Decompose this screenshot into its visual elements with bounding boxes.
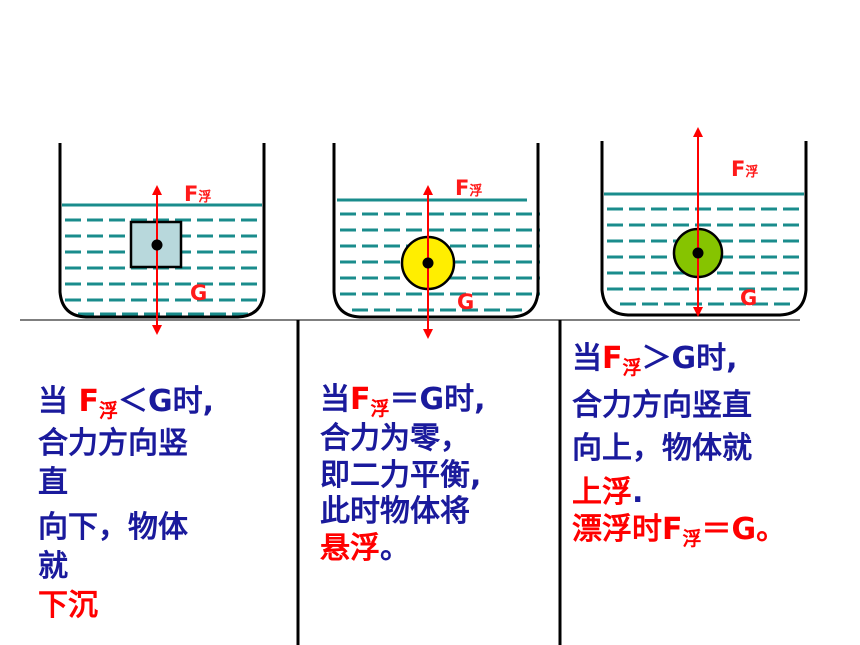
- buoyancy-label-2: F浮: [455, 176, 483, 200]
- caption-sinking: 当 F浮＜G时, 合力方向竖 直 向下，物体 就 下沉: [38, 382, 214, 625]
- buoyancy-label-1: F浮: [184, 182, 212, 206]
- caption-3-line-1: 当F浮＞G时,: [572, 341, 738, 379]
- beaker-3: [600, 127, 808, 317]
- gravity-label-2: G: [457, 290, 475, 314]
- caption-2-line-5: 悬浮。: [320, 530, 410, 566]
- center-of-mass-dot-2: [422, 257, 434, 269]
- beaker-2: [332, 143, 540, 339]
- beaker-outline-2: [332, 143, 540, 319]
- center-of-mass-dot-1: [151, 239, 163, 251]
- caption-2-line-3: 即二力平衡,: [320, 457, 482, 493]
- buoyancy-label-3: F浮: [731, 157, 759, 181]
- gravity-label-1: G: [190, 281, 208, 305]
- center-of-mass-dot-3: [692, 247, 704, 259]
- caption-1-line-2: 合力方向竖: [38, 425, 188, 461]
- caption-1-line-5: 就: [38, 548, 68, 584]
- caption-3-line-3: 向上，物体就: [572, 431, 752, 467]
- caption-1-line-4: 向下，物体: [38, 509, 188, 545]
- caption-3-line-2: 合力方向竖直: [572, 387, 752, 423]
- caption-1-line-6: 下沉: [38, 587, 98, 623]
- caption-1-line-3: 直: [38, 464, 68, 500]
- beaker-outline-1: [58, 143, 266, 319]
- beaker-outline-3: [600, 141, 808, 317]
- caption-suspending: 当F浮＝G时, 合力为零， 即二力平衡, 此时物体将 悬浮。: [320, 382, 486, 568]
- caption-3-line-5: 漂浮时F浮＝G。: [572, 512, 787, 551]
- caption-2-line-2: 合力为零，: [320, 421, 470, 457]
- caption-2-line-4: 此时物体将: [320, 494, 470, 530]
- caption-1-line-1: 当 F浮＜G时,: [38, 384, 214, 422]
- caption-3-line-4: 上浮.: [572, 474, 644, 510]
- caption-rising: 当F浮＞G时, 合力方向竖直 向上，物体就 上浮. 漂浮时F浮＝G。: [572, 340, 786, 552]
- caption-2-line-1: 当F浮＝G时,: [320, 382, 486, 420]
- gravity-label-3: G: [740, 286, 758, 310]
- beaker-1: [58, 143, 266, 335]
